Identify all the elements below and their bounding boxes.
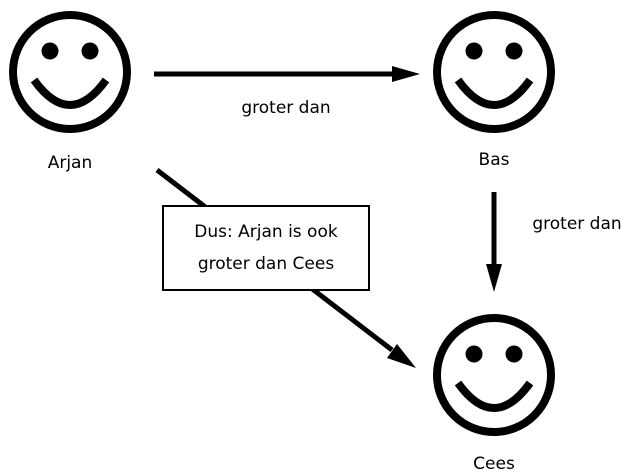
arjan-label: Arjan: [48, 153, 93, 173]
conclusion-box: Dus: Arjan is ook groter dan Cees: [162, 205, 370, 291]
arrow-bas-to-cees: [486, 192, 502, 292]
arjan-smiley-icon: [13, 15, 127, 129]
relation-arjan-bas-label: groter dan: [241, 98, 330, 118]
bas-label: Bas: [479, 150, 510, 170]
cees-smiley-icon: [437, 318, 551, 432]
conclusion-line-1: Dus: Arjan is ook: [194, 222, 338, 242]
relation-bas-cees-label: groter dan: [532, 214, 621, 234]
arrow-arjan-to-bas: [154, 66, 420, 82]
cees-label: Cees: [473, 454, 515, 474]
conclusion-line-2: groter dan Cees: [197, 254, 335, 274]
bas-smiley-icon: [437, 15, 551, 129]
